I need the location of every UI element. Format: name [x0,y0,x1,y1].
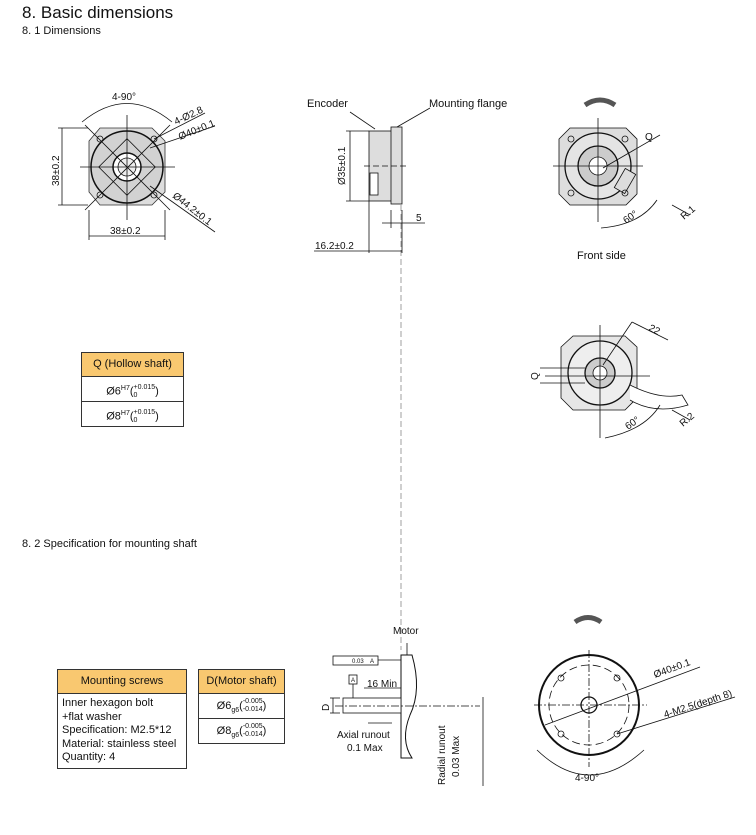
tolerance-base: Ø6 [106,385,121,398]
flange-thickness-label: 5 [416,213,422,224]
diameter-label: Ø35±0.1 [337,146,348,185]
motor-shaft-table: D(Motor shaft) Ø6g6(-0.005-0.014) Ø8g6(-… [198,669,285,744]
datum-label: A [351,678,355,684]
lower-deviation: -0.014 [242,706,263,714]
tolerance-fit: g6 [231,732,240,740]
shaft-drawing: Motor 0.03 A A 16 Min D Axial runout 0.1… [321,626,484,786]
tolerance-value: 0.03 [352,659,364,665]
radius-label: R.2 [678,411,697,430]
table-row: Ø8g6(-0.005-0.014) [216,723,267,740]
subsection-mounting-shaft: 8. 2 Specification for mounting shaft [22,538,197,550]
cable-bend-drawing: Q 22 60° R.2 [530,321,697,439]
mounting-screws-header: Mounting screws [58,670,186,694]
tolerance-fit: H7 [120,410,130,417]
upper-deviation: +0.015 [133,383,156,391]
radius-label: R.1 [679,204,698,223]
tolerance-fit: H7 [120,385,130,392]
length-label: 22 [647,323,662,338]
radial-runout-value: 0.03 Max [451,736,462,777]
upper-deviation: -0.005 [242,698,263,706]
lower-deviation: -0.014 [242,731,263,739]
tolerance-base: Ø8 [216,725,232,737]
hollow-shaft-header: Q (Hollow shaft) [82,353,183,377]
motor-shaft-header: D(Motor shaft) [199,670,284,694]
table-row: Ø6g6(-0.005-0.014) [199,694,284,719]
screw-line: Inner hexagon bolt [62,697,154,709]
lower-deviation: 0 [133,416,138,424]
tolerance-fit: g6 [231,707,240,715]
angle-label: 60° [623,415,642,433]
front-side-caption: Front side [577,250,626,262]
min-length-label: 16 Min [367,679,397,690]
d-label: D [321,704,332,711]
screw-line: Specification: M2.5*12 [62,724,172,736]
outer-diameter-label: Ø44.2±0.1 [170,191,214,229]
radial-runout-label: Radial runout [437,725,448,785]
length-label: 16.2±0.2 [315,241,354,252]
height-label: 38±0.2 [51,155,62,186]
angle-label: 4-90° [112,92,136,103]
angle-label: 4-90° [575,773,599,784]
side-view-drawing: Encoder Mounting flange Ø35±0.1 5 16.2±0… [307,98,507,650]
upper-deviation: +0.015 [133,408,156,416]
flange-label: Mounting flange [429,98,507,110]
upper-deviation: -0.005 [242,723,263,731]
screw-line: Material: stainless steel [62,737,177,750]
motor-label: Motor [393,626,419,637]
front-side-drawing: Q 60° R.1 Front side [553,97,698,262]
front-view-drawing: 4-90° 4-Ø2.8 Ø40±0.1 Ø44.2±0.1 38±0.2 38… [51,92,217,240]
encoder-label: Encoder [307,98,348,110]
q-label: Q [530,372,541,380]
lower-deviation: 0 [133,391,138,399]
screw-line: +flat washer [62,710,122,723]
mounting-screws-table: Mounting screws Inner hexagon bolt +flat… [57,669,187,769]
threads-label: 4-M2.5(depth 8) [663,688,734,720]
axial-runout-label: Axial runout [337,730,390,741]
screw-line: Quantity: 4 [62,751,116,763]
q-label: Q [645,132,653,143]
axial-runout-value: 0.1 Max [347,743,383,754]
mounting-hole-drawing: Ø40±0.1 4-M2.5(depth 8) 4-90° [534,615,736,784]
width-label: 38±0.2 [110,226,141,237]
section-title: 8. Basic dimensions [22,3,174,22]
tolerance-base: Ø8 [106,410,121,423]
tolerance-base: Ø6 [216,700,232,712]
tolerance-datum: A [370,659,374,665]
subsection-dimensions: 8. 1 Dimensions [22,25,101,37]
